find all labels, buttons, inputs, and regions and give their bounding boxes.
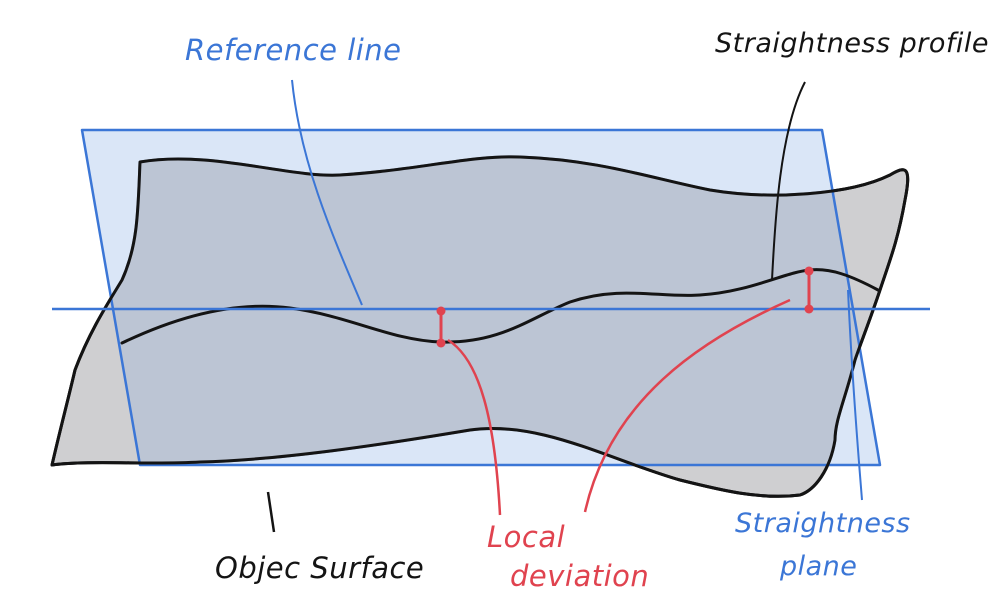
local-deviation-leader-1 xyxy=(447,338,502,516)
straightness-plane-leader xyxy=(847,289,863,501)
object-surface-outline xyxy=(50,155,910,498)
deviation-dot-1b xyxy=(436,338,446,348)
label-straightness-profile: Straightness profile xyxy=(715,28,989,59)
local-deviation-leader-2 xyxy=(583,298,791,513)
plane-surface-overlap xyxy=(82,156,880,465)
straightness-profile-curve xyxy=(120,268,880,345)
label-local-deviation-line2: deviation xyxy=(510,559,649,593)
label-reference-line: Reference line xyxy=(185,33,402,67)
reference-line-leader xyxy=(291,79,363,306)
deviation-dot-1a xyxy=(436,306,446,316)
label-straightness-plane-line2: plane xyxy=(779,551,857,582)
label-straightness-plane-line1: Straightness xyxy=(735,508,911,539)
object-surface-leader xyxy=(266,491,276,533)
deviation-dot-2a xyxy=(804,266,814,276)
deviation-dot-2b xyxy=(804,304,814,314)
straightness-plane-outline xyxy=(80,128,882,467)
label-local-deviation-line1: Local xyxy=(487,520,565,554)
straightness-profile-leader xyxy=(771,81,806,281)
label-object-surface: Objec Surface xyxy=(215,551,424,585)
